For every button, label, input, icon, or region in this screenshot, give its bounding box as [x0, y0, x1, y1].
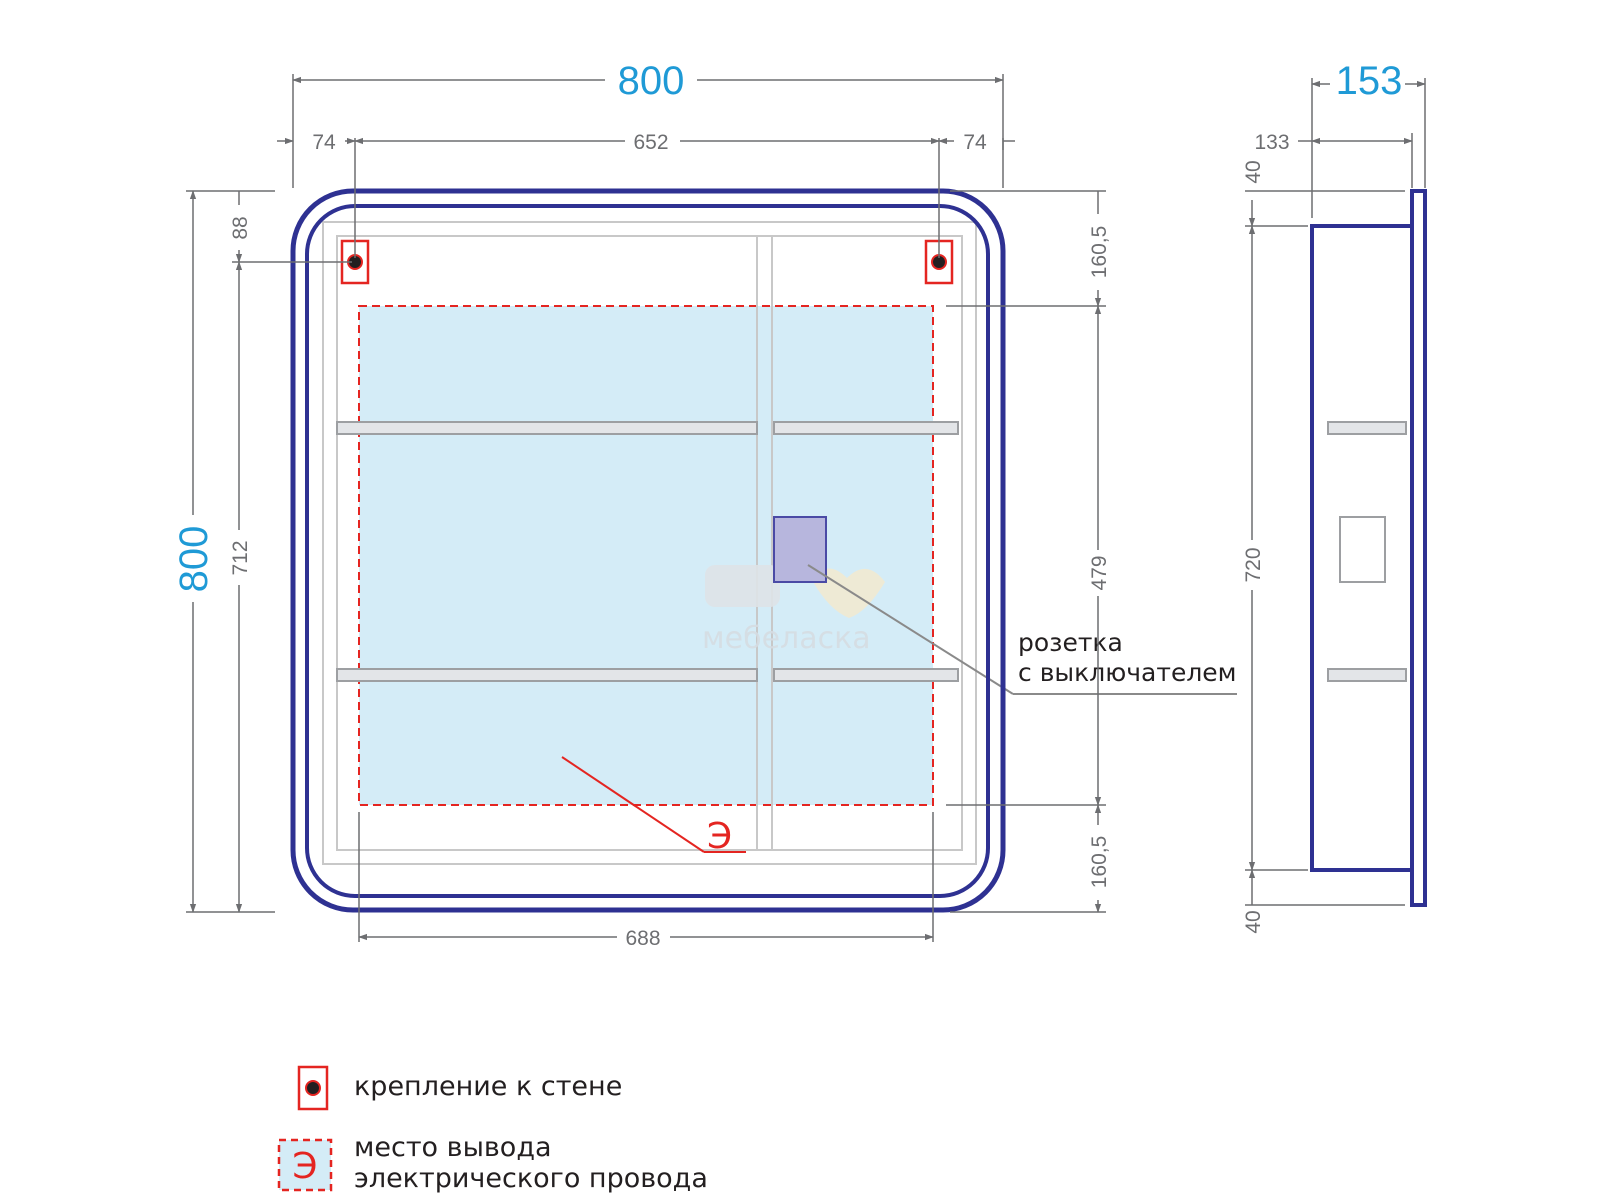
dim-688: 688 [625, 927, 660, 950]
front-view: мебеласка розетка с выключателем Э [290, 188, 1237, 913]
shelf-upper-right [773, 421, 959, 435]
dim-74-right: 74 [963, 131, 987, 154]
legend-mount-symbol [297, 1065, 329, 1111]
dim-712: 712 [229, 540, 252, 575]
dim-133: 133 [1254, 131, 1289, 154]
socket-label-line2: с выключателем [1018, 658, 1237, 687]
dim-height-800: 800 [172, 526, 216, 593]
legend-zone-label-line1: место вывода [354, 1132, 552, 1163]
dim-160-5-top: 160,5 [1088, 226, 1111, 279]
dim-479: 479 [1088, 555, 1111, 590]
socket-leader [807, 564, 1014, 695]
side-shelf-lower [1327, 668, 1407, 682]
dim-160-5-bottom: 160,5 [1088, 836, 1111, 889]
legend-zone-symbol: Э [277, 1138, 333, 1192]
legend: крепление к стене Э место вывода электри… [277, 1065, 708, 1194]
legend-zone-mark: Э [292, 1146, 317, 1187]
shelf-upper-left [336, 421, 758, 435]
cabinet-inner-lines [322, 221, 977, 865]
side-socket [1339, 516, 1386, 583]
mirror-frame-outer [290, 188, 1006, 913]
dim-40-bottom: 40 [1242, 910, 1265, 933]
legend-zone-label-line2: электрического провода [354, 1163, 708, 1194]
watermark: мебеласка [702, 565, 885, 656]
shelf-lower-right [773, 668, 959, 682]
dim-74-left: 74 [312, 131, 336, 154]
side-mirror-panel [1410, 189, 1427, 907]
dim-652: 652 [633, 131, 668, 154]
side-shelf-upper [1327, 421, 1407, 435]
front-dimensions [186, 74, 1106, 942]
side-view [1310, 189, 1427, 907]
dim-depth-153: 153 [1336, 59, 1403, 103]
watermark-text: мебеласка [702, 621, 871, 656]
mirror-frame-inner [305, 204, 990, 898]
legend-mount-label: крепление к стене [354, 1071, 622, 1102]
dim-width-800: 800 [618, 59, 685, 103]
shelves [336, 421, 959, 682]
wire-outlet-zone [358, 305, 934, 806]
dim-40-top: 40 [1242, 160, 1265, 183]
dim-88: 88 [229, 216, 252, 239]
side-dimensions [1245, 78, 1426, 906]
socket-label-line1: розетка [1018, 628, 1123, 657]
zone-mark: Э [707, 816, 732, 857]
zone-leader [561, 756, 705, 853]
shelf-lower-left [336, 668, 758, 682]
dim-720: 720 [1242, 547, 1265, 582]
